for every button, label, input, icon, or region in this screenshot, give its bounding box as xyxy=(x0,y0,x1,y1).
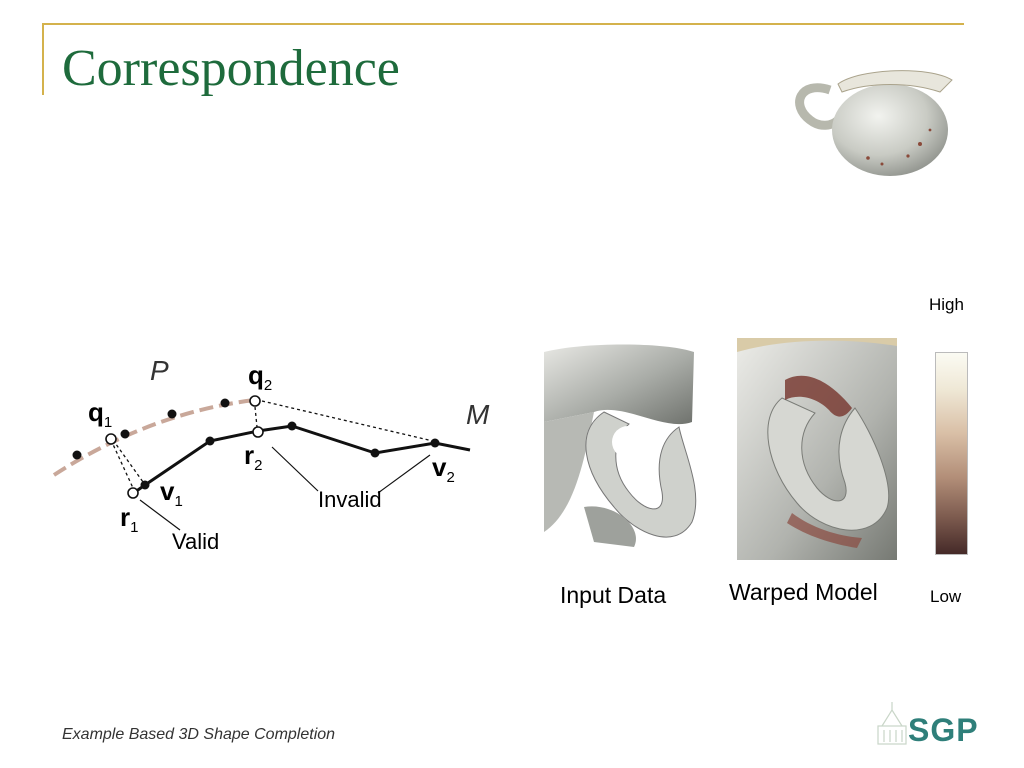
input-data-caption: Input Data xyxy=(560,582,667,608)
label-invalid: Invalid xyxy=(318,487,382,512)
label-r1: r1 xyxy=(120,502,139,537)
label-v2: v2 xyxy=(432,452,455,487)
correspondence-diagram xyxy=(52,395,471,531)
label-p: P xyxy=(150,355,169,386)
label-q2: q2 xyxy=(248,360,273,395)
label-q1: q1 xyxy=(88,397,113,432)
color-scale-bar xyxy=(935,352,968,555)
label-r2: r2 xyxy=(244,440,263,475)
title-rule-top xyxy=(42,23,964,25)
label-m: M xyxy=(466,399,490,430)
label-valid: Valid xyxy=(172,529,220,554)
teapot-image xyxy=(795,70,953,176)
input-data-image xyxy=(544,344,697,547)
sgp-logo-icon xyxy=(877,702,907,745)
warped-model-image xyxy=(737,338,897,560)
legend-low-label: Low xyxy=(930,587,962,606)
footer-text: Example Based 3D Shape Completion xyxy=(62,726,336,743)
slide-title: Correspondence xyxy=(62,40,400,97)
curve-m xyxy=(134,424,471,494)
label-v1: v1 xyxy=(160,476,183,511)
title-rule-left xyxy=(42,23,44,95)
warped-model-caption: Warped Model xyxy=(729,579,878,605)
sgp-logo-text: SGP xyxy=(908,712,979,748)
legend-high-label: High xyxy=(929,295,964,314)
